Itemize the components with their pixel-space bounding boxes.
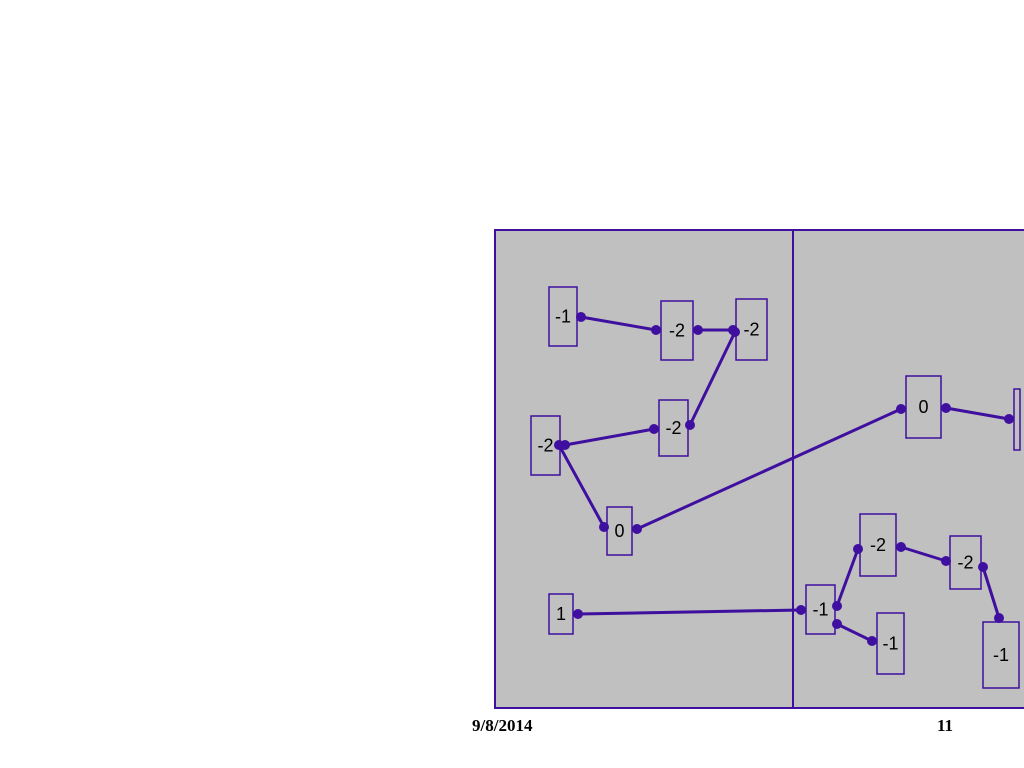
- node-label: 0: [918, 397, 928, 417]
- diagram-edge: [579, 315, 658, 332]
- node-box: [548, 593, 574, 635]
- edge-endpoint-dot: [632, 524, 642, 534]
- edge-endpoint-dot: [867, 636, 877, 646]
- diagram-node: -2: [660, 300, 694, 361]
- edge-endpoint-dot: [599, 522, 609, 532]
- footer-date: 9/8/2014: [472, 716, 533, 735]
- node-box: [905, 375, 942, 439]
- node-label: -1: [812, 600, 828, 620]
- node-label: -1: [882, 634, 898, 654]
- node-box: [548, 286, 578, 347]
- edge-endpoint-dot: [651, 325, 661, 335]
- diagram-node: -2: [949, 535, 982, 590]
- edge-endpoint-dot: [554, 440, 564, 450]
- diagram-node: -2: [658, 399, 689, 457]
- footer-page-number: 11: [937, 716, 954, 735]
- diagram-node: [1013, 388, 1021, 451]
- dots-layer: [554, 312, 1014, 646]
- node-label: -2: [537, 436, 553, 456]
- nodes-layer: -1 -2 -2 -2 -2 0 1 0 -2 -2 -1 -1 -1: [530, 286, 1021, 689]
- edge-endpoint-dot: [896, 542, 906, 552]
- edge-endpoint-dot: [853, 544, 863, 554]
- edge-endpoint-dot: [941, 556, 951, 566]
- diagram-edge: [899, 545, 948, 563]
- node-box: [658, 399, 689, 457]
- diagram-node: -2: [735, 298, 768, 361]
- edges-layer: [557, 315, 1011, 643]
- edge-endpoint-dot: [941, 403, 951, 413]
- node-label: -2: [669, 321, 685, 341]
- diagram-node: 0: [606, 506, 633, 556]
- diagram-edge: [563, 427, 656, 447]
- diagram-edge: [557, 443, 606, 529]
- edge-endpoint-dot: [576, 312, 586, 322]
- edge-endpoint-dot: [796, 605, 806, 615]
- edge-endpoint-dot: [832, 601, 842, 611]
- diagram-edge: [944, 406, 1011, 421]
- node-label: 1: [556, 604, 566, 624]
- diagram-edge: [835, 622, 874, 643]
- node-label: -1: [555, 307, 571, 327]
- diagram-edge: [981, 565, 1001, 620]
- node-label: -2: [957, 553, 973, 573]
- edge-endpoint-dot: [693, 325, 703, 335]
- edge-endpoint-dot: [832, 619, 842, 629]
- node-box: [949, 535, 982, 590]
- node-label: -2: [743, 320, 759, 340]
- node-label: 0: [614, 521, 624, 541]
- node-box: [660, 300, 694, 361]
- edge-endpoint-dot: [1004, 414, 1014, 424]
- diagram-node: -1: [805, 584, 836, 635]
- edge-endpoint-dot: [649, 424, 659, 434]
- diagram-node: -1: [876, 612, 905, 675]
- diagram-node: 0: [905, 375, 942, 439]
- diagram-node: -1: [982, 621, 1020, 689]
- diagram-node: 1: [548, 593, 574, 635]
- edge-endpoint-dot: [896, 404, 906, 414]
- node-box: [1013, 388, 1021, 451]
- node-box: [805, 584, 836, 635]
- node-label: -2: [870, 535, 886, 555]
- diagram-edge: [576, 608, 803, 616]
- diagram-edge: [688, 330, 737, 427]
- diagram-node: -2: [859, 513, 897, 577]
- edge-endpoint-dot: [978, 562, 988, 572]
- edge-endpoint-dot: [685, 420, 695, 430]
- node-box: [859, 513, 897, 577]
- diagram-edge: [835, 547, 860, 608]
- node-label: -2: [665, 418, 681, 438]
- edge-endpoint-dot: [573, 609, 583, 619]
- node-box: [982, 621, 1020, 689]
- node-box: [735, 298, 768, 361]
- edge-endpoint-dot: [994, 613, 1004, 623]
- edge-endpoint-dot: [730, 327, 740, 337]
- diagram-edge: [635, 407, 903, 531]
- node-box: [876, 612, 905, 675]
- node-label: -1: [993, 645, 1009, 665]
- diagram-node: -1: [548, 286, 578, 347]
